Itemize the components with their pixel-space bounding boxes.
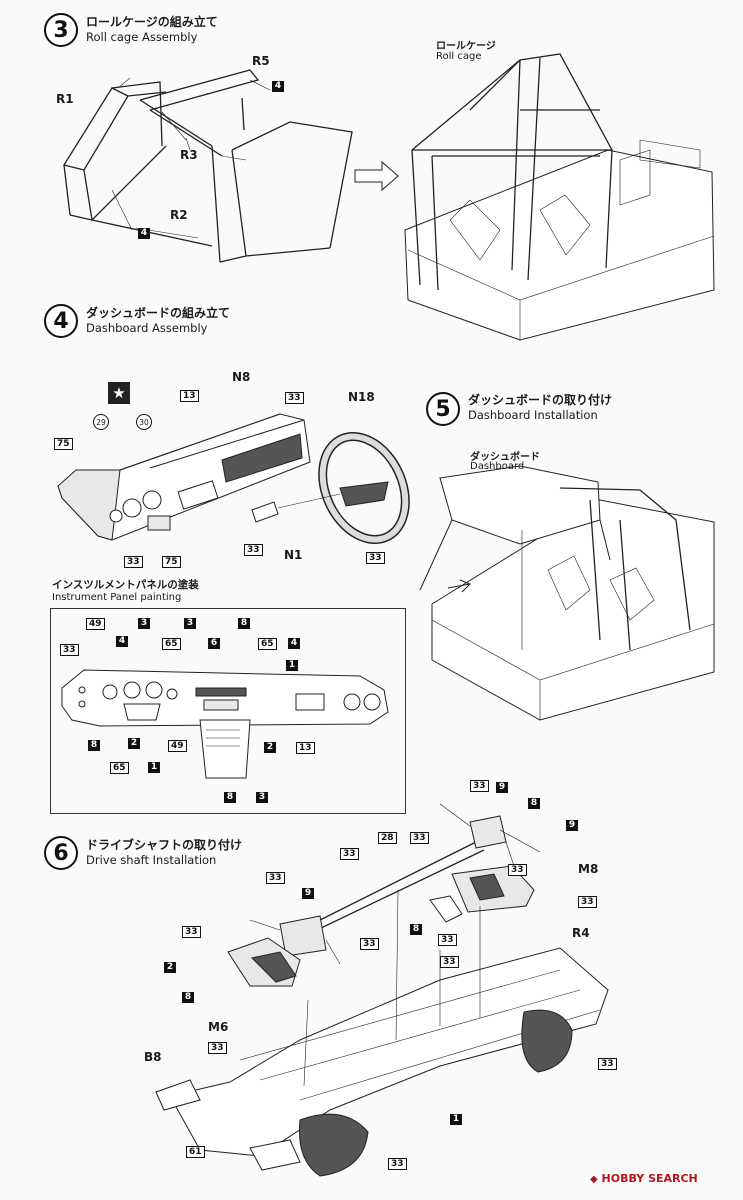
paint-code-8: 8 bbox=[88, 740, 100, 751]
paint-code-1: 1 bbox=[450, 1114, 462, 1125]
star-icon: ★ bbox=[108, 382, 130, 404]
part-label-r3: R3 bbox=[180, 148, 198, 162]
paint-code-33: 33 bbox=[470, 780, 489, 792]
paint-code-4: 4 bbox=[138, 228, 150, 239]
paint-code-8: 8 bbox=[224, 792, 236, 803]
instrument-panel-drawing bbox=[61, 669, 389, 779]
paint-code-33: 33 bbox=[266, 872, 285, 884]
decal-code-30: 30 bbox=[136, 414, 152, 430]
paint-code-75: 75 bbox=[162, 556, 181, 568]
paint-code-65: 65 bbox=[258, 638, 277, 650]
paint-code-9: 9 bbox=[496, 782, 508, 793]
step-4-badge: 4 bbox=[44, 304, 78, 338]
paint-code-33: 33 bbox=[410, 832, 429, 844]
step-5-badge: 5 bbox=[426, 392, 460, 426]
paint-code-1: 1 bbox=[286, 660, 298, 671]
dashboard-label-en: Dashboard bbox=[470, 461, 525, 472]
part-label-m8: M8 bbox=[578, 862, 599, 876]
part-label-r4: R4 bbox=[572, 926, 590, 940]
step-6-title-ja: ドライブシャフトの取り付け bbox=[86, 838, 243, 852]
step-3-badge: 3 bbox=[44, 13, 78, 47]
roll-cage-exploded-drawing bbox=[62, 69, 353, 263]
paint-code-33: 33 bbox=[182, 926, 201, 938]
paint-code-13: 13 bbox=[180, 390, 199, 402]
step-4-title-en: Dashboard Assembly bbox=[86, 321, 208, 335]
instrument-panel-box bbox=[50, 608, 406, 814]
roll-cage-installed-drawing bbox=[404, 53, 715, 341]
paint-code-65: 65 bbox=[110, 762, 129, 774]
paint-code-4: 4 bbox=[272, 81, 284, 92]
part-label-r2: R2 bbox=[170, 208, 188, 222]
part-label-r1: R1 bbox=[56, 92, 74, 106]
roll-cage-label-ja: ロールケージ bbox=[436, 41, 496, 52]
paint-code-6: 6 bbox=[208, 638, 220, 649]
paint-code-8: 8 bbox=[528, 798, 540, 809]
paint-code-75: 75 bbox=[54, 438, 73, 450]
dashboard-installation-drawing bbox=[419, 465, 715, 721]
paint-code-8: 8 bbox=[410, 924, 422, 935]
part-label-r5: R5 bbox=[252, 54, 270, 68]
paint-code-33: 33 bbox=[124, 556, 143, 568]
paint-code-65: 65 bbox=[162, 638, 181, 650]
paint-code-8: 8 bbox=[182, 992, 194, 1003]
step-4-title-ja: ダッシュボードの組み立て bbox=[86, 306, 231, 320]
paint-code-33: 33 bbox=[388, 1158, 407, 1170]
steering-wheel-drawing bbox=[251, 431, 410, 545]
watermark: ◆ HOBBY SEARCH bbox=[590, 1172, 698, 1185]
step-3-title-ja: ロールケージの組み立て bbox=[86, 15, 218, 29]
paint-code-2: 2 bbox=[128, 738, 140, 749]
part-label-m6: M6 bbox=[208, 1020, 229, 1034]
step-5-title-en: Dashboard Installation bbox=[468, 408, 598, 422]
paint-code-28: 28 bbox=[378, 832, 397, 844]
paint-code-49: 49 bbox=[86, 618, 105, 630]
paint-code-2: 2 bbox=[164, 962, 176, 973]
part-label-n8: N8 bbox=[232, 370, 251, 384]
paint-code-33: 33 bbox=[340, 848, 359, 860]
paint-code-33: 33 bbox=[440, 956, 459, 968]
roll-cage-label-en: Roll cage bbox=[436, 51, 482, 62]
paint-code-33: 33 bbox=[578, 896, 597, 908]
paint-code-33: 33 bbox=[244, 544, 263, 556]
paint-code-33: 33 bbox=[208, 1042, 227, 1054]
dashboard-label-ja: ダッシュボード bbox=[470, 452, 540, 463]
paint-code-49: 49 bbox=[168, 740, 187, 752]
paint-code-33: 33 bbox=[598, 1058, 617, 1070]
part-label-n1: N1 bbox=[284, 548, 303, 562]
paint-code-9: 9 bbox=[302, 888, 314, 899]
paint-code-33: 33 bbox=[366, 552, 385, 564]
watermark-text: HOBBY SEARCH bbox=[601, 1172, 698, 1185]
paint-code-2: 2 bbox=[264, 742, 276, 753]
step-5-title-ja: ダッシュボードの取り付け bbox=[468, 393, 613, 407]
paint-code-3: 3 bbox=[256, 792, 268, 803]
step-6-title-en: Drive shaft Installation bbox=[86, 853, 217, 867]
step3-arrow bbox=[354, 160, 399, 192]
paint-code-9: 9 bbox=[566, 820, 578, 831]
decal-code-29: 29 bbox=[93, 414, 109, 430]
paint-code-1: 1 bbox=[148, 762, 160, 773]
step-6-badge: 6 bbox=[44, 836, 78, 870]
dashboard-drawing bbox=[57, 413, 311, 541]
paint-code-3: 3 bbox=[184, 618, 196, 629]
paint-code-3: 3 bbox=[138, 618, 150, 629]
step-3-title-en: Roll cage Assembly bbox=[86, 30, 198, 44]
paint-code-33: 33 bbox=[360, 938, 379, 950]
paint-code-13: 13 bbox=[296, 742, 315, 754]
panel-title-ja: インスツルメントパネルの塗装 bbox=[52, 579, 199, 591]
paint-code-33: 33 bbox=[438, 934, 457, 946]
paint-code-33: 33 bbox=[508, 864, 527, 876]
drive-shaft-drawing bbox=[227, 803, 541, 987]
paint-code-33: 33 bbox=[285, 392, 304, 404]
hobby-search-logo-icon: ◆ bbox=[590, 1174, 598, 1185]
part-label-b8: B8 bbox=[144, 1050, 162, 1064]
paint-code-4: 4 bbox=[288, 638, 300, 649]
part-label-n18: N18 bbox=[348, 390, 375, 404]
paint-code-33: 33 bbox=[60, 644, 79, 656]
paint-code-8: 8 bbox=[238, 618, 250, 629]
floor-pan-drawing bbox=[155, 889, 609, 1177]
panel-title-en: Instrument Panel painting bbox=[52, 592, 182, 603]
paint-code-61: 61 bbox=[186, 1146, 205, 1158]
paint-code-4: 4 bbox=[116, 636, 128, 647]
